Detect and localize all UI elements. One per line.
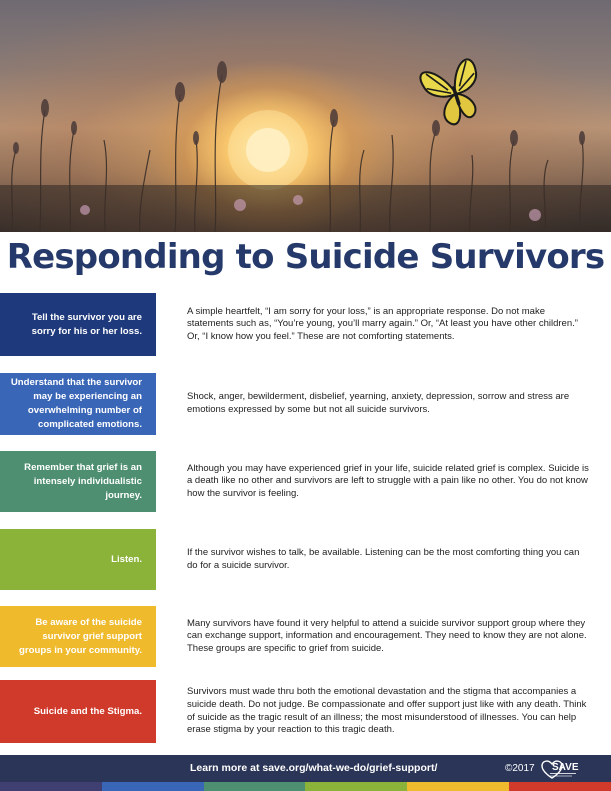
tip-text-4: If the survivor wishes to talk, be avail… [187, 546, 580, 571]
color-strip-segment-6 [509, 782, 611, 791]
tip-label-1: Tell the survivor you are sorry for his … [0, 293, 156, 356]
tip-text-3: Although you may have experienced grief … [187, 462, 589, 499]
color-strip-segment-2 [101, 782, 204, 791]
color-strip-segment-4 [305, 782, 408, 791]
butterfly-icon [419, 58, 478, 126]
color-strip-segment-1 [0, 782, 102, 791]
tip-row-6: Suicide and the Stigma. Survivors must w… [0, 680, 611, 743]
tip-text-5: Many survivors have found it very helpfu… [187, 617, 587, 654]
color-strip-segment-3 [203, 782, 306, 791]
footer: Learn more at save.org/what-we-do/grief-… [0, 755, 611, 782]
color-strip-segment-5 [407, 782, 510, 791]
tip-text-6: Survivors must wade thru both the emotio… [187, 686, 587, 736]
tip-text-1: A simple heartfelt, “I am sorry for your… [187, 305, 578, 342]
page-title: Responding to Suicide Survivors [6, 237, 605, 277]
hero-illustration [0, 58, 611, 232]
save-logo-icon: SAVE [541, 760, 579, 779]
tip-label-6: Suicide and the Stigma. [0, 680, 156, 743]
tip-row-1: Tell the survivor you are sorry for his … [0, 293, 611, 356]
tip-label-3: Remember that grief is an intensely indi… [0, 451, 156, 512]
color-strip [0, 782, 611, 791]
tip-label-2: Understand that the survivor may be expe… [0, 373, 156, 435]
tip-row-3: Remember that grief is an intensely indi… [0, 451, 611, 512]
tip-row-5: Be aware of the suicide survivor grief s… [0, 606, 611, 667]
svg-text:SAVE: SAVE [552, 762, 579, 773]
tip-label-5: Be aware of the suicide survivor grief s… [0, 606, 156, 667]
tip-text-2: Shock, anger, bewilderment, disbelief, y… [187, 391, 570, 415]
footer-link[interactable]: Learn more at save.org/what-we-do/grief-… [190, 762, 438, 774]
tip-label-4: Listen. [0, 529, 156, 590]
copyright-text: ©2017 [505, 763, 535, 774]
tip-row-4: Listen. If the survivor wishes to talk, … [0, 529, 611, 590]
hero-image [0, 0, 611, 232]
tip-row-2: Understand that the survivor may be expe… [0, 373, 611, 435]
